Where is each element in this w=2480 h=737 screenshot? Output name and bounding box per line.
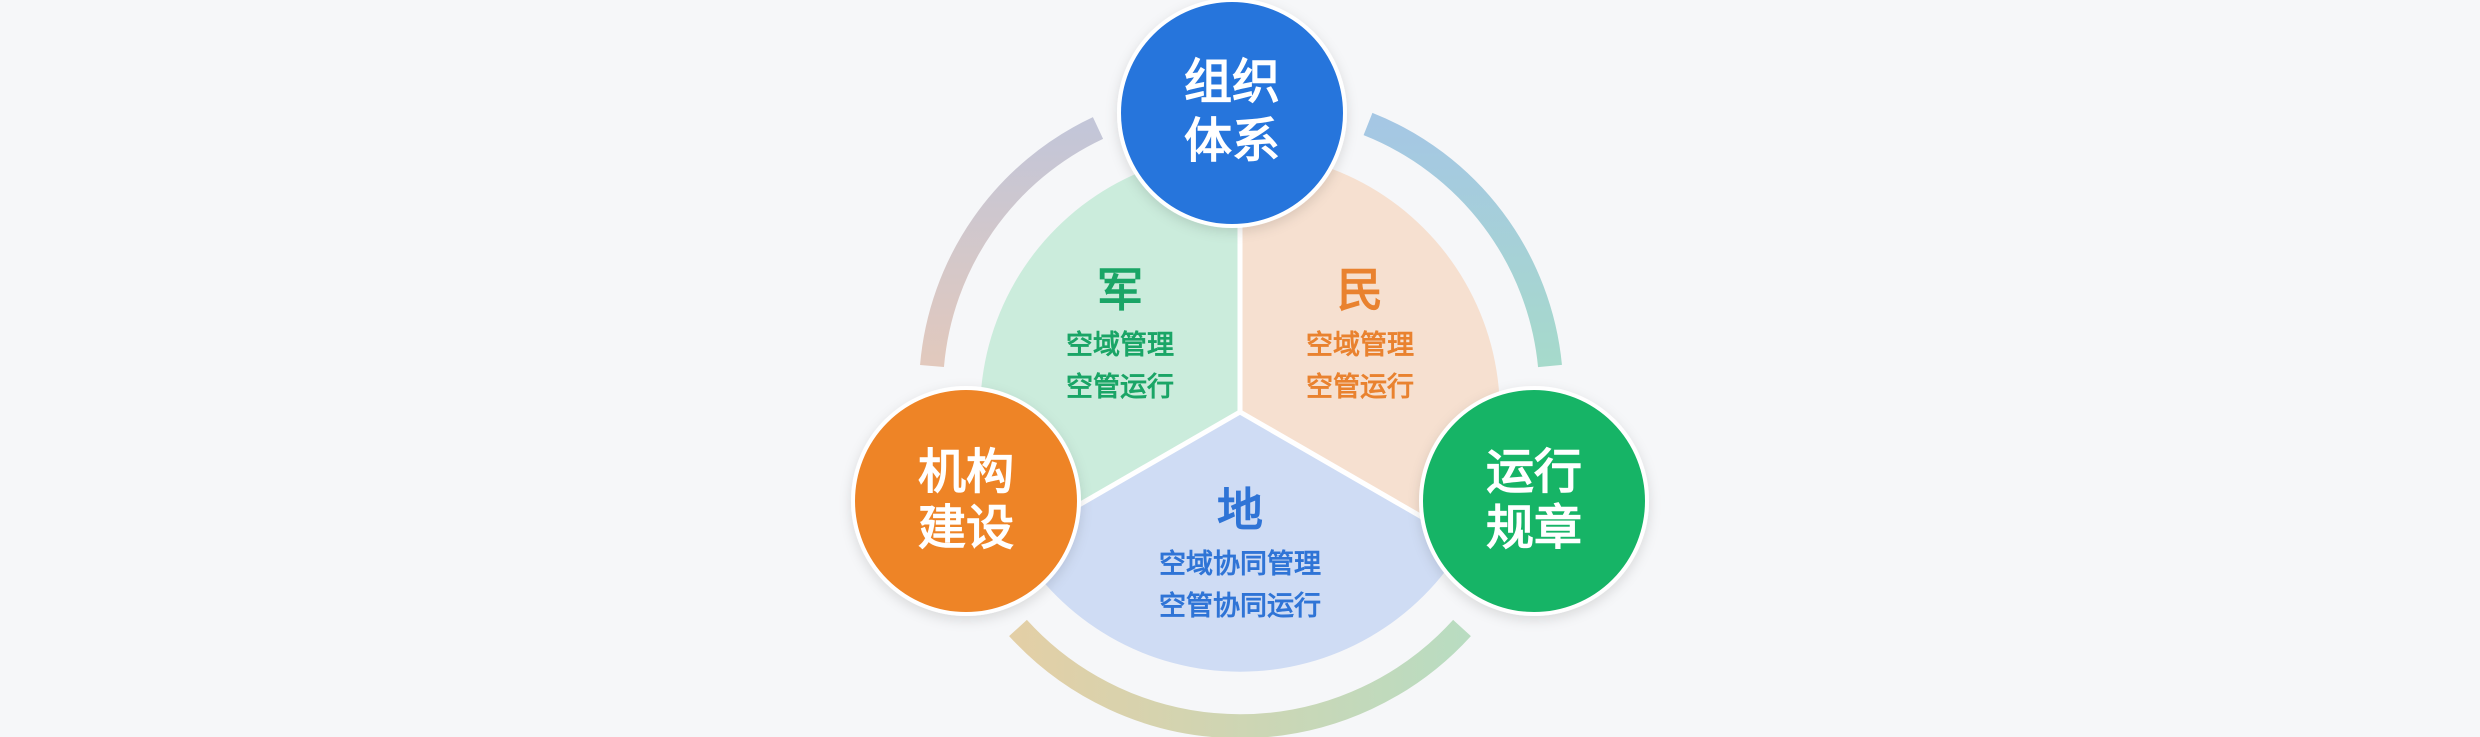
sector-civil-title: 民 [1337, 263, 1383, 317]
sector-local-line-2: 空管协同运行 [1159, 590, 1321, 622]
node-inst-line-1: 机构 [918, 444, 1014, 500]
node-rules [1419, 386, 1649, 616]
node-org-line-1: 组织 [1184, 54, 1280, 110]
sector-military-line-2: 空管运行 [1066, 371, 1174, 403]
node-rules-line-1: 运行 [1486, 444, 1582, 500]
sector-civil-line-1: 空域管理 [1306, 329, 1414, 361]
sector-civil-line-2: 空管运行 [1306, 371, 1414, 403]
outer-arc-right [1363, 112, 1562, 368]
node-org [1117, 0, 1347, 228]
node-rules-circle [1419, 386, 1649, 616]
node-rules-line-2: 规章 [1486, 500, 1582, 556]
node-org-circle [1117, 0, 1347, 228]
node-inst [851, 386, 1081, 616]
sector-military-line-1: 空域管理 [1066, 329, 1174, 361]
sector-local-title: 地 [1217, 483, 1263, 537]
sector-local-line-1: 空域协同管理 [1159, 548, 1321, 580]
node-org-line-2: 体系 [1184, 113, 1280, 169]
outer-arc-bottom [1009, 619, 1471, 737]
outer-arc-left [920, 117, 1104, 368]
sector-local [1015, 412, 1465, 672]
sector-military-title: 军 [1097, 263, 1143, 317]
node-inst-circle [851, 386, 1081, 616]
node-inst-line-2: 建设 [918, 500, 1014, 556]
